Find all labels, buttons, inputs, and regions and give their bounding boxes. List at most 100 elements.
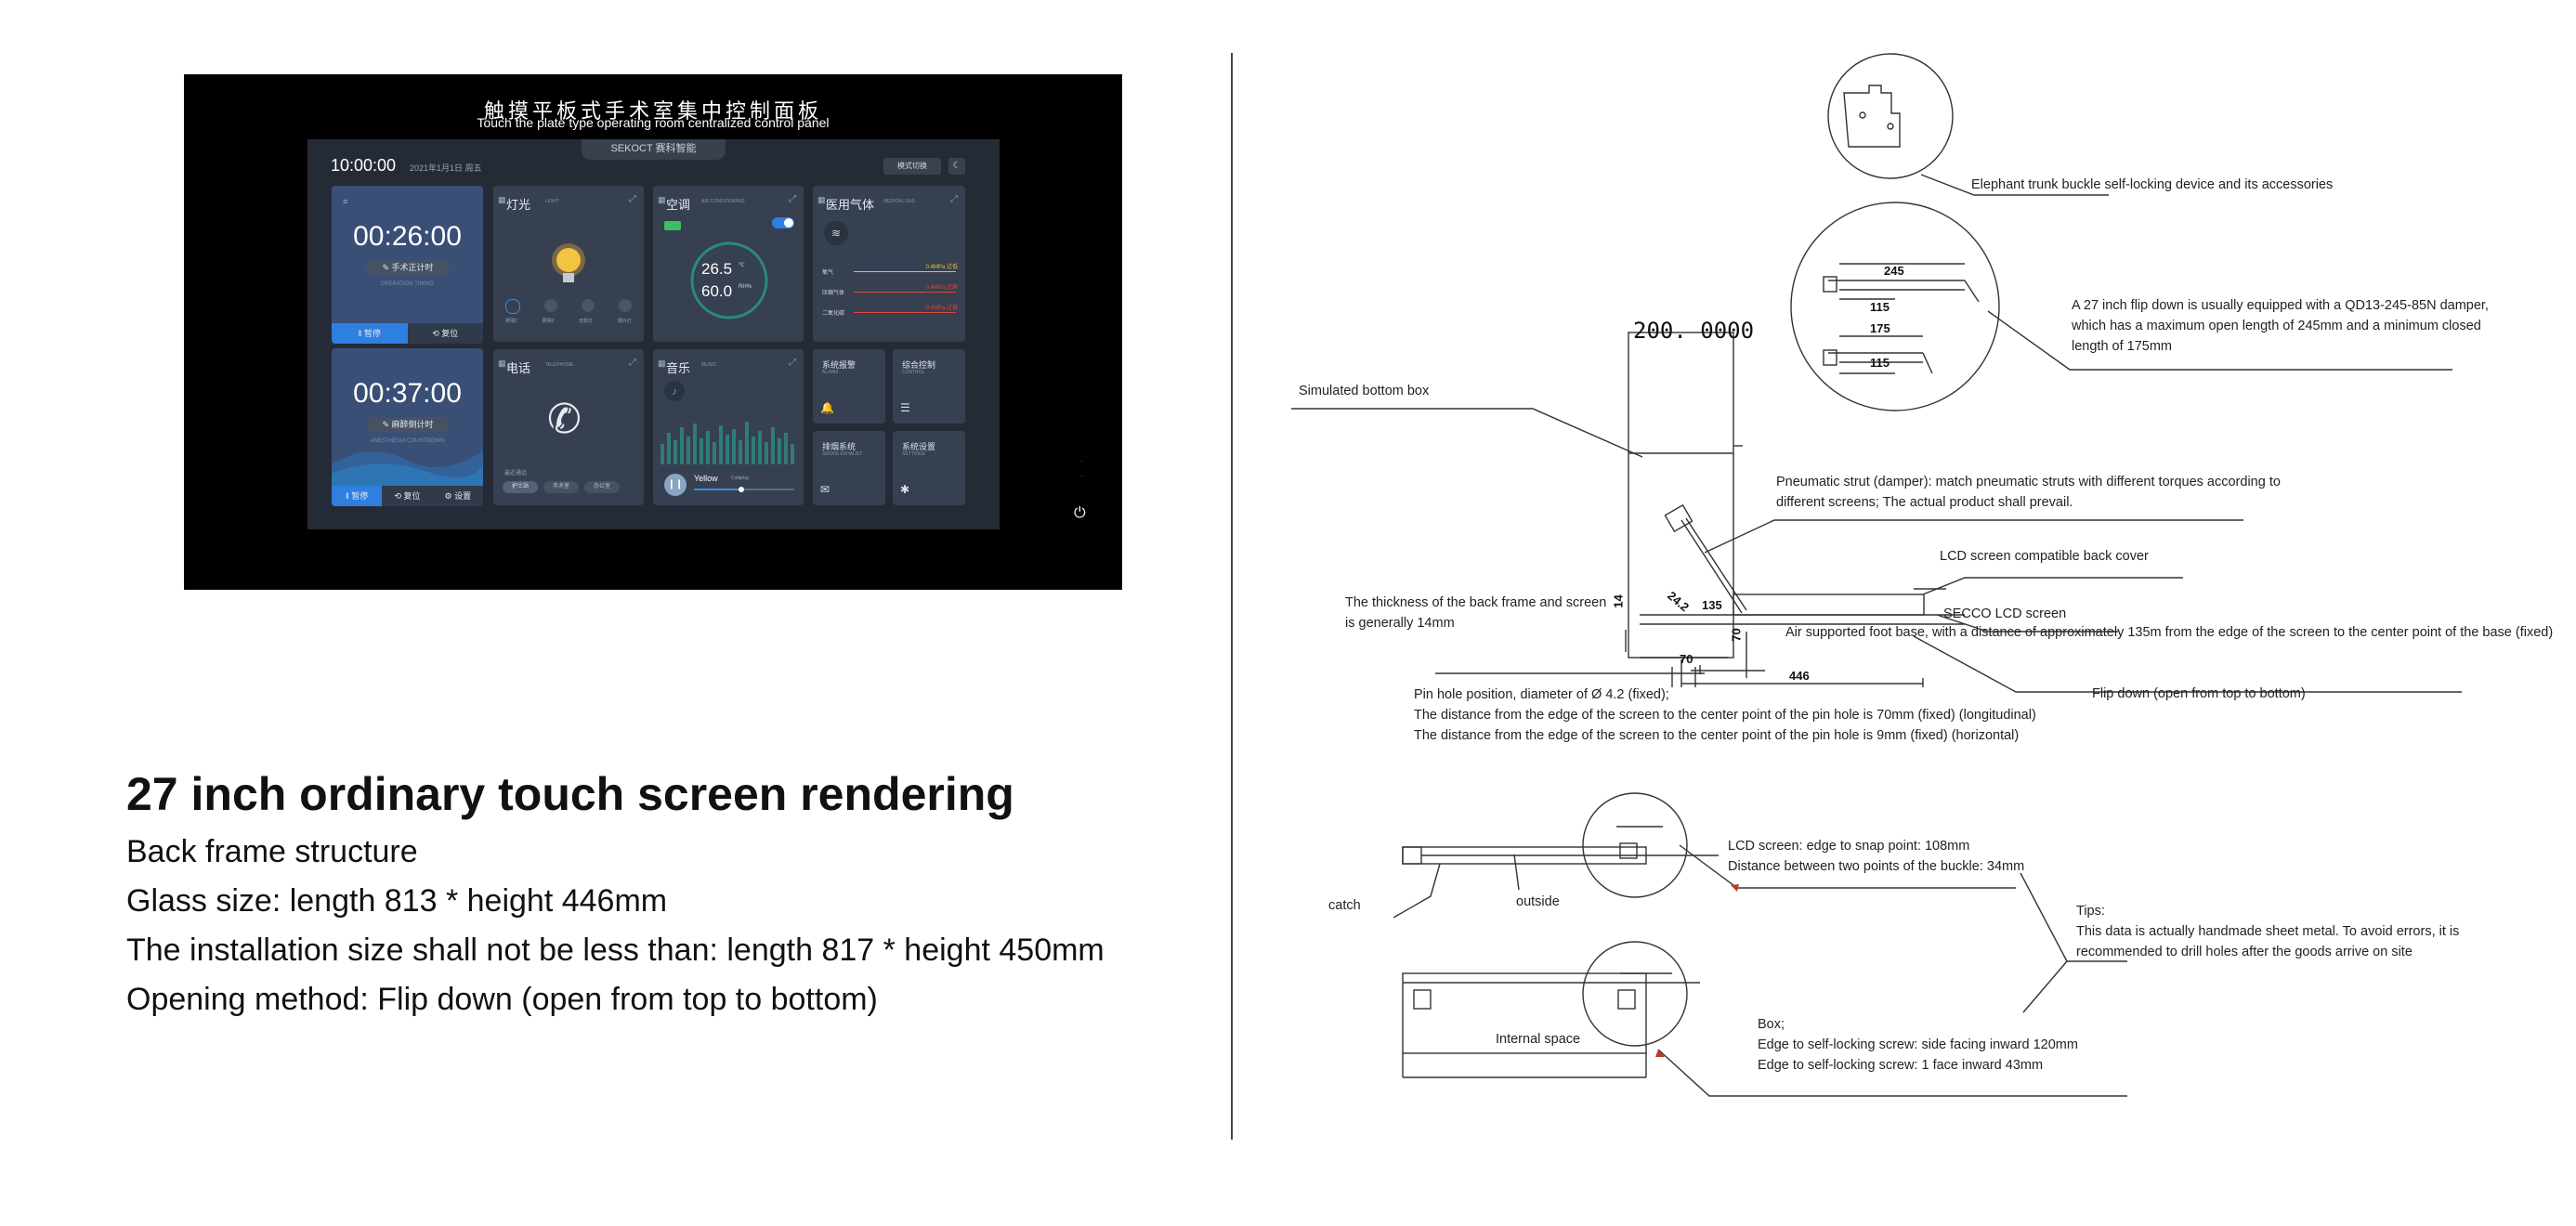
pause-button[interactable]: ‖ 暂停 <box>332 486 383 506</box>
expand-icon[interactable]: ⤢ <box>950 194 958 204</box>
gas-name: 氧气 <box>822 270 834 276</box>
ac-power-toggle[interactable] <box>772 217 794 228</box>
dimension-245: 245 <box>1884 264 1904 278</box>
technical-drawing: Elephant trunk buckle self-locking devic… <box>1236 37 2564 1180</box>
light-subtitle: LIGHT <box>545 199 559 204</box>
clock: 10:00:00 <box>331 156 397 175</box>
label-foot-base: Air supported foot base, with a distance… <box>1785 625 2554 640</box>
dimension-14: 14 <box>1611 594 1626 608</box>
grid-icon: ▦ <box>658 195 666 204</box>
spec-line: The installation size shall not be less … <box>126 933 1105 968</box>
reset-button[interactable]: ⟲ 复位 <box>394 491 421 501</box>
tile-subtitle: SETTINGS <box>902 451 926 457</box>
page-heading: 27 inch ordinary touch screen rendering <box>126 768 1014 820</box>
drawing-lines <box>1291 53 2462 1097</box>
light-toggle-icon[interactable] <box>505 299 520 314</box>
phone-recent-label: 最近通话 <box>504 471 528 476</box>
settings-tile[interactable]: 系统设置 SETTINGS ✱ <box>893 431 965 505</box>
medical-gas-card[interactable]: ▦ 医用气体 MEDICAL GAS ⤢ ≋ 氧气 0.4MPa 过低 压缩气体… <box>813 186 965 342</box>
device-title-en: Touch the plate type operating room cent… <box>477 115 830 130</box>
light-label: 照明1 <box>505 319 518 324</box>
phone-card[interactable]: ▦ 电话 TELEPHONE ⤢ ✆ 最近通话 护士站 手术室 办公室 <box>493 349 644 505</box>
control-tile[interactable]: 综合控制 CONTROL ☰ <box>893 349 965 424</box>
anesthesia-timer-mode-button[interactable]: ✎ 麻醉倒计时 <box>366 417 450 432</box>
tile-subtitle: SMOKE EXHAUST <box>822 451 863 457</box>
power-icon[interactable]: ⏻ <box>1074 505 1086 521</box>
music-card[interactable]: ▦ 音乐 MUSIC ⤢ ♪ ❙❙ Yellow Coldplay <box>653 349 804 505</box>
light-card[interactable]: ▦ 灯光 LIGHT ⤢ 照明1 照明2 无影灯 观片灯 <box>493 186 644 342</box>
sensor-dot-icon: · <box>1080 472 1083 480</box>
ac-subtitle: AIR CONDITIONING <box>701 199 745 204</box>
light-toggle-icon[interactable] <box>544 299 557 312</box>
music-note-icon: ♪ <box>664 381 685 401</box>
moon-icon: ☾ <box>952 161 961 171</box>
music-progress-track[interactable] <box>694 487 794 492</box>
light-title: 灯光 <box>506 198 531 212</box>
dimension-200: 200. 0000 <box>1633 318 1755 344</box>
label-back-cover: LCD screen compatible back cover <box>1940 549 2149 564</box>
light-label: 无影灯 <box>579 319 594 324</box>
surgery-timer-mode-button[interactable]: ✎ 手术正计时 <box>366 260 450 275</box>
music-artist: Coldplay <box>731 476 750 481</box>
music-subtitle: MUSIC <box>701 362 717 368</box>
phone-contact-button[interactable]: 办公室 <box>584 481 620 493</box>
ac-humidity-unit: RH% <box>739 284 752 290</box>
ac-card[interactable]: ▦ 空调 AIR CONDITIONING ⤢ 26.5 ℃ 60.0 RH% <box>653 186 804 342</box>
gas-subtitle: MEDICAL GAS <box>883 199 915 204</box>
surgery-timer-value: 00:26:00 <box>353 221 462 252</box>
light-toggle-icon[interactable] <box>619 299 632 312</box>
control-panel-screen: SEKOCT 赛科智能 10:00:00 2021年1月1日 周五 模式切换 ☾… <box>307 139 1000 529</box>
gas-level-bar <box>854 312 956 313</box>
label-tips: Tips: This data is actually handmade she… <box>2076 904 2460 959</box>
tile-subtitle: ALARM <box>822 370 839 375</box>
phone-contact-button[interactable]: 手术室 <box>543 481 579 493</box>
dimension-115: 115 <box>1870 300 1890 314</box>
label-simulated-bottom-box: Simulated bottom box <box>1299 384 1430 398</box>
settings-button[interactable]: ⚙ 设置 <box>444 491 472 501</box>
spec-line: Opening method: Flip down (open from top… <box>126 982 878 1017</box>
tile-title: 综合控制 <box>902 360 936 370</box>
light-toggle-icon[interactable] <box>582 299 595 312</box>
dimension-175: 175 <box>1870 321 1890 335</box>
album-art-icon: ❙❙ <box>664 474 686 496</box>
alarm-tile[interactable]: 系统报警 ALARM 🔔 <box>813 349 885 424</box>
music-song: Yellow <box>694 474 718 483</box>
light-button-labels: 照明1 照明2 无影灯 观片灯 <box>493 318 644 324</box>
expand-icon[interactable]: ⤢ <box>789 358 796 368</box>
surgery-timer-card: ≡ 00:26:00 ✎ 手术正计时 OPERATION TIMING ‖ 暂停… <box>332 186 483 344</box>
mail-icon: ✉ <box>820 483 830 496</box>
tile-title: 系统设置 <box>902 442 936 451</box>
ac-temperature-unit: ℃ <box>739 263 745 268</box>
expand-icon[interactable]: ⤢ <box>789 194 796 204</box>
gas-level-bar <box>854 271 956 272</box>
phone-buttons: 护士站 手术室 办公室 <box>503 481 620 493</box>
phone-title: 电话 <box>506 361 531 375</box>
label-lcd-snap: LCD screen: edge to snap point: 108mm Di… <box>1728 839 2025 874</box>
mode-switch-button[interactable]: 模式切换 <box>883 158 941 175</box>
label-catch: catch <box>1328 898 1361 913</box>
expand-icon[interactable]: ⤢ <box>629 194 636 204</box>
label-pneumatic-strut: Pneumatic strut (damper): match pneumati… <box>1776 475 2281 510</box>
spec-line: Back frame structure <box>126 834 418 869</box>
gas-value: 0.4MPa 过低 <box>925 265 958 270</box>
gas-value: 0.4MPa 过低 <box>925 306 958 311</box>
label-secco-lcd: SECCO LCD screen <box>1943 606 2067 621</box>
tile-title: 排烟系统 <box>822 442 856 451</box>
gas-name: 二氧化碳 <box>822 311 845 317</box>
light-buttons <box>493 299 644 314</box>
phone-contact-button[interactable]: 护士站 <box>503 481 538 493</box>
ac-humidity: 60.0 <box>701 282 733 300</box>
grid-icon: ▦ <box>817 195 826 204</box>
night-mode-button[interactable]: ☾ <box>948 158 965 175</box>
light-label: 照明2 <box>542 319 555 324</box>
reset-button[interactable]: ⟲ 复位 <box>432 329 459 338</box>
grid-icon: ▦ <box>498 359 506 368</box>
music-equalizer <box>660 422 794 464</box>
phone-icon: ✆ <box>547 397 582 442</box>
spec-line: Glass size: length 813 * height 446mm <box>126 883 668 919</box>
label-box: Box; Edge to self-locking screw: side fa… <box>1758 1017 2078 1073</box>
expand-icon[interactable]: ⤢ <box>629 358 636 368</box>
pause-button[interactable]: ‖ 暂停 <box>332 323 408 344</box>
smoke-exhaust-tile[interactable]: 排烟系统 SMOKE EXHAUST ✉ <box>813 431 885 505</box>
dimension-70-vertical: 70 <box>1729 628 1744 642</box>
